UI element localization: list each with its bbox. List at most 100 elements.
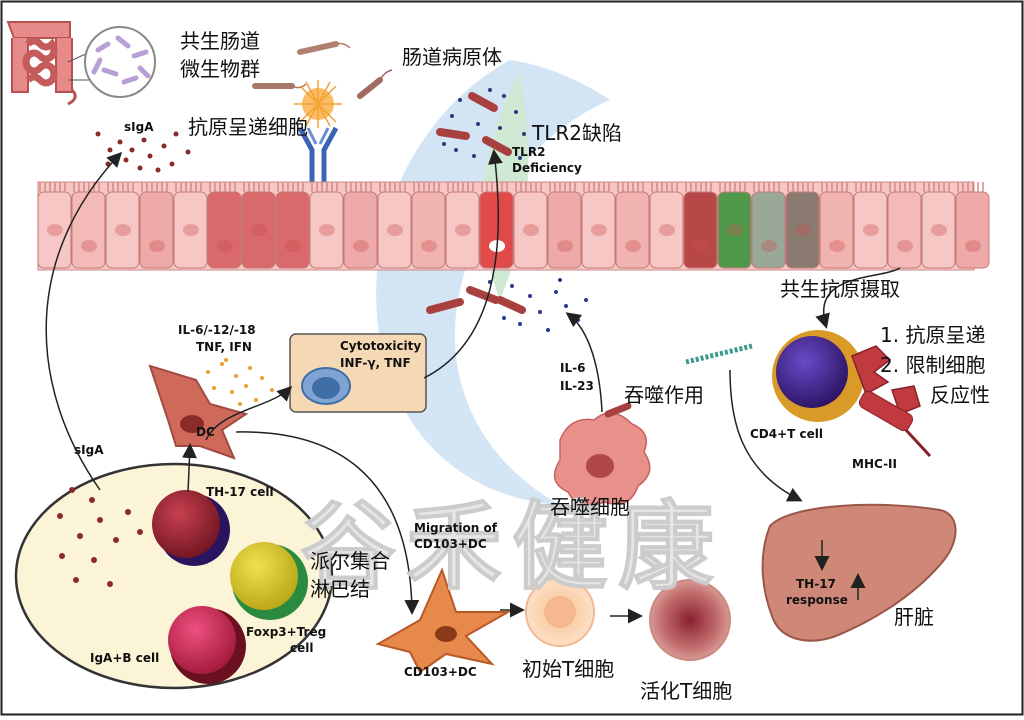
cell-nucleus (965, 240, 981, 252)
label-enteric-pathogen: 肠道病原体 (402, 45, 502, 69)
arrow-dc-migration (235, 431, 420, 615)
cell-nucleus (761, 240, 777, 252)
label-naive-t-cell: 初始T细胞 (522, 657, 614, 681)
arrow-to-liver (729, 369, 803, 502)
label-foxp3-treg: Foxp3+Treg (246, 625, 326, 639)
label-treg-cell: cell (290, 641, 313, 655)
cell-nucleus (81, 240, 97, 252)
cell-nucleus (353, 240, 369, 252)
epithelial-cell (71, 191, 106, 269)
cell-nucleus (217, 240, 233, 252)
label-peyer-patch-1: 派尔集合 (310, 549, 390, 573)
commensal-bacteria-icon (252, 41, 393, 99)
label-th17-cell: TH-17 cell (206, 485, 274, 499)
epithelial-cell (343, 191, 378, 269)
cytotoxicity-panel (289, 333, 427, 413)
label-cd4-outcome-1: 1. 抗原呈递 (880, 323, 985, 347)
cell-nucleus (863, 224, 879, 236)
label-mhc2: MHC-II (852, 457, 897, 471)
label-liver: 肝脏 (894, 605, 934, 629)
epithelial-cell (275, 191, 310, 269)
cell-nucleus (319, 224, 335, 236)
label-il23: IL-23 (560, 379, 594, 393)
label-migration-1: Migration of (414, 521, 498, 535)
cell-nucleus (285, 240, 301, 252)
label-igab-cell: IgA+B cell (90, 651, 159, 665)
label-il6: IL-6 (560, 361, 585, 375)
label-migration-2: CD103+DC (414, 537, 487, 551)
naive-t-cell-icon (525, 577, 595, 647)
epithelial-cell (751, 191, 786, 269)
epithelial-cell (887, 191, 922, 269)
label-commensal-microbiota-2: 微生物群 (180, 57, 260, 81)
cell-nucleus (727, 224, 743, 236)
intestine-icon (6, 21, 77, 106)
epithelial-cell (683, 191, 718, 269)
cell-nucleus (693, 240, 709, 252)
cell-nucleus (183, 224, 199, 236)
epithelial-cell (955, 191, 990, 269)
antibody-icon (297, 126, 339, 184)
epithelial-cell (207, 191, 242, 269)
cell-nucleus (387, 224, 403, 236)
cell-nucleus (421, 240, 437, 252)
label-deficiency: Deficiency (512, 161, 582, 175)
label-th17-response-2: response (786, 593, 848, 607)
label-antigen-presenting-cell: 抗原呈递细胞 (188, 115, 308, 139)
cell-nucleus (455, 224, 471, 236)
arrow-lymph-to-dc (181, 443, 197, 493)
arrow-siga-up (45, 151, 123, 491)
peyer-patch-lymph-node (14, 462, 334, 690)
epithelial-cell (547, 191, 582, 269)
cell-nucleus (115, 224, 131, 236)
cell-nucleus (557, 240, 573, 252)
cell-nucleus (625, 240, 641, 252)
cell-nucleus (149, 240, 165, 252)
label-cytotoxicity: Cytotoxicity (340, 339, 421, 353)
cell-nucleus (251, 224, 267, 236)
arrow-dc-to-cytotox (205, 385, 293, 441)
label-phagocytosis: 吞噬作用 (624, 383, 704, 407)
label-dc: DC (196, 425, 215, 439)
flow-arrows (45, 149, 901, 624)
label-dc-cytokines-2: TNF, IFN (196, 340, 252, 354)
epithelial-cell (139, 191, 174, 269)
arrow-uptake-to-cd4 (815, 267, 901, 329)
label-cytotoxicity-cytokines: INF-γ, TNF (340, 356, 411, 370)
magnified-microbiota-icon (67, 26, 156, 98)
label-peyer-patch-2: 淋巴结 (310, 577, 370, 601)
cell-nucleus (591, 224, 607, 236)
label-commensal-antigen-uptake: 共生抗原摄取 (780, 277, 900, 301)
cd4-t-cell-icon (772, 330, 864, 422)
watermark-text: 谷禾健康 (300, 491, 724, 603)
cell-nucleus (897, 240, 913, 252)
dendritic-cell-icon (148, 364, 249, 460)
epithelial-cell (819, 191, 854, 269)
phagocyte-icon (553, 402, 651, 507)
cd103-dc-icon (375, 567, 512, 674)
enteric-pathogens-icon (436, 88, 526, 160)
label-cd4-outcome-2: 2. 限制细胞 (880, 353, 985, 377)
cell-nucleus (795, 224, 811, 236)
arrow-to-tlr2 (423, 149, 503, 379)
cell-nucleus (659, 224, 675, 236)
arrow-phagocyte-up (565, 312, 603, 413)
label-phagocyte: 吞噬细胞 (550, 495, 630, 519)
mhc2-receptor-icon (851, 345, 932, 458)
label-siga-top: sIgA (124, 120, 154, 134)
label-cd4-t-cell: CD4+T cell (750, 427, 823, 441)
epithelial-cell (615, 191, 650, 269)
liver-icon (761, 503, 957, 642)
activated-t-cell-icon (649, 579, 731, 661)
cell-nucleus (829, 240, 845, 252)
intestinal-epithelium (37, 181, 990, 271)
label-commensal-microbiota-1: 共生肠道 (180, 29, 260, 53)
antigen-burst-icon (294, 80, 342, 128)
label-cd103-dc: CD103+DC (404, 665, 477, 679)
label-dc-cytokines-1: IL-6/-12/-18 (178, 323, 256, 337)
cell-nucleus (931, 224, 947, 236)
label-cd4-outcome-3: 反应性 (930, 383, 990, 407)
cell-nucleus (47, 224, 63, 236)
label-activated-t-cell: 活化T细胞 (640, 679, 732, 703)
